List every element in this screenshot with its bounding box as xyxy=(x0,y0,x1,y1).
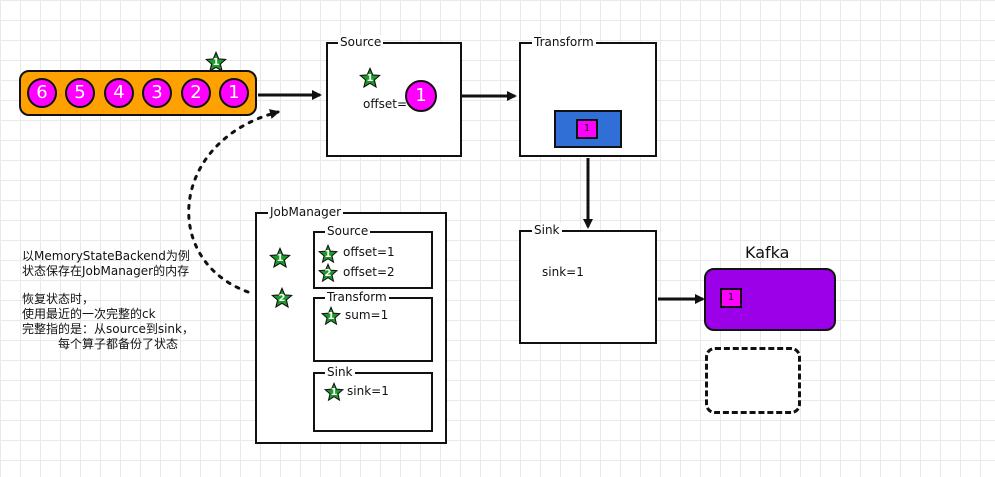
kafka-empty-slot xyxy=(705,347,801,414)
sink-operator xyxy=(519,230,657,344)
sink-value: sink=1 xyxy=(542,265,584,279)
jobmanager-star-1-icon: 1 xyxy=(269,247,291,269)
note-line-1: 以MemoryStateBackend为例 xyxy=(22,249,190,263)
sink-title: Sink xyxy=(532,223,562,237)
stream-record-6: 6 xyxy=(27,78,57,108)
note-line-5: 完整指的是：从source到sink， xyxy=(22,322,194,336)
kafka-sink xyxy=(704,268,836,331)
jobmanager-title: JobManager xyxy=(268,205,344,219)
barrier-star-label: 1 xyxy=(212,57,220,68)
source-offset-label: offset= xyxy=(363,97,408,111)
jm-sink-state xyxy=(313,372,433,432)
transform-state-block xyxy=(554,110,622,148)
note-line-4: 使用最近的一次完整的ck xyxy=(22,307,156,321)
jm-transform-star-icon: 1 xyxy=(321,306,341,326)
jobmanager-star-2-label: 2 xyxy=(278,293,286,304)
jm-source-offset-1: offset=1 xyxy=(343,245,395,259)
kafka-title: Kafka xyxy=(745,243,790,262)
jobmanager-star-1-label: 1 xyxy=(276,253,284,264)
stream-record-1: 1 xyxy=(219,78,249,108)
source-record: 1 xyxy=(405,80,437,112)
jm-source-offset-2: offset=2 xyxy=(343,265,395,279)
jm-sink-star-icon: 1 xyxy=(324,382,344,402)
jm-sink-star-label: 1 xyxy=(330,387,338,398)
stream-record-4: 4 xyxy=(104,78,134,108)
transform-record: 1 xyxy=(576,119,598,139)
jm-transform-sum: sum=1 xyxy=(345,308,389,322)
stream-record-2: 2 xyxy=(181,78,211,108)
jm-source-star-2-icon: 2 xyxy=(318,263,338,283)
source-star-icon: 1 xyxy=(359,67,381,89)
source-title: Source xyxy=(338,35,384,49)
barrier-star-icon: 1 xyxy=(205,51,227,73)
transform-title: Transform xyxy=(532,35,596,49)
jm-transform-title: Transform xyxy=(325,290,389,304)
stream-record-5: 5 xyxy=(65,78,95,108)
input-stream xyxy=(19,70,257,116)
jm-source-star-1-label: 1 xyxy=(324,249,332,260)
source-star-label: 1 xyxy=(366,73,374,84)
note-line-2: 状态保存在JobManager的内存 xyxy=(22,264,190,278)
kafka-record: 1 xyxy=(720,288,742,308)
jm-transform-state xyxy=(313,297,433,362)
jm-sink-value: sink=1 xyxy=(347,384,389,398)
jm-sink-title: Sink xyxy=(325,365,355,379)
jobmanager-star-2-icon: 2 xyxy=(271,287,293,309)
note-line-6: 每个算子都备份了状态 xyxy=(58,337,179,351)
stream-record-3: 3 xyxy=(142,78,172,108)
jm-source-star-1-icon: 1 xyxy=(318,244,338,264)
jm-source-star-2-label: 2 xyxy=(324,268,332,279)
jm-source-title: Source xyxy=(325,224,371,238)
source-operator xyxy=(326,42,462,157)
jm-transform-star-label: 1 xyxy=(327,311,335,322)
note-line-3: 恢复状态时， xyxy=(22,292,95,306)
